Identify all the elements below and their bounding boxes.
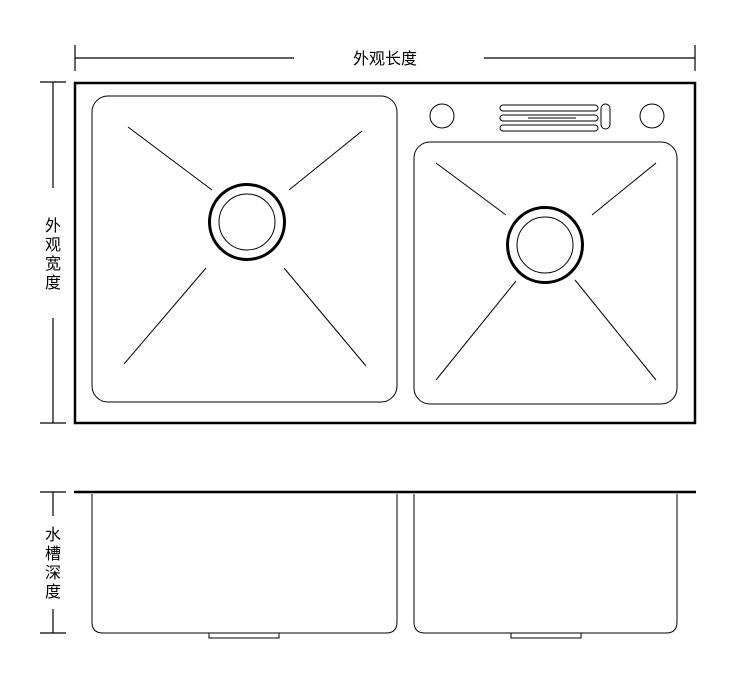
depth-label-char-2: 槽: [45, 544, 61, 563]
width-label-char-4: 度: [45, 273, 61, 292]
depth-label-char-1: 水: [45, 525, 61, 544]
sink-side-view: [74, 490, 696, 639]
sink-top-view: [73, 81, 697, 425]
depth-dimension: 水 槽 深 度: [40, 491, 66, 634]
faucet-hole-right: [639, 103, 665, 129]
left-bowl-section: [91, 494, 398, 634]
knife-holder-end-slot: [600, 103, 611, 130]
left-bowl-groove-tr: [288, 130, 363, 191]
knife-slot-1: [499, 104, 599, 112]
right-bowl-groove-bl: [435, 280, 517, 381]
depth-label-char-3: 深: [45, 563, 61, 582]
length-label: 外观长度: [353, 49, 417, 68]
knife-slot-2: [499, 114, 599, 122]
left-drain-outer-ring: [208, 183, 286, 261]
right-bowl-groove-tr: [591, 162, 657, 216]
right-drain-outer-ring: [506, 206, 584, 284]
faucet-hole-left: [429, 103, 455, 129]
width-label-char-2: 观: [45, 235, 61, 254]
right-drain-inner-ring: [516, 216, 574, 274]
left-bowl: [91, 95, 398, 403]
knife-holder-slots: [499, 103, 611, 132]
right-bowl: [413, 141, 678, 405]
sink-outer-frame: [73, 81, 697, 425]
left-bowl-outline: [91, 95, 398, 403]
left-drain-fitting: [208, 632, 280, 639]
width-label-char-3: 宽: [45, 254, 61, 273]
left-drain-inner-ring: [218, 193, 276, 251]
length-dimension: 外观长度: [74, 45, 696, 71]
right-bowl-outline: [413, 141, 678, 405]
knife-slot-3: [499, 124, 599, 132]
width-label-char-1: 外: [45, 216, 61, 235]
left-bowl-groove-br: [283, 267, 367, 367]
width-dimension: 外 观 宽 度: [40, 81, 66, 424]
left-bowl-groove-bl: [123, 267, 207, 365]
depth-label-char-4: 度: [45, 582, 61, 601]
right-bowl-groove-tl: [435, 162, 507, 216]
right-bowl-section: [413, 494, 678, 634]
left-bowl-groove-tl: [127, 126, 213, 191]
right-drain-fitting: [510, 632, 582, 639]
right-bowl-groove-br: [574, 279, 657, 381]
